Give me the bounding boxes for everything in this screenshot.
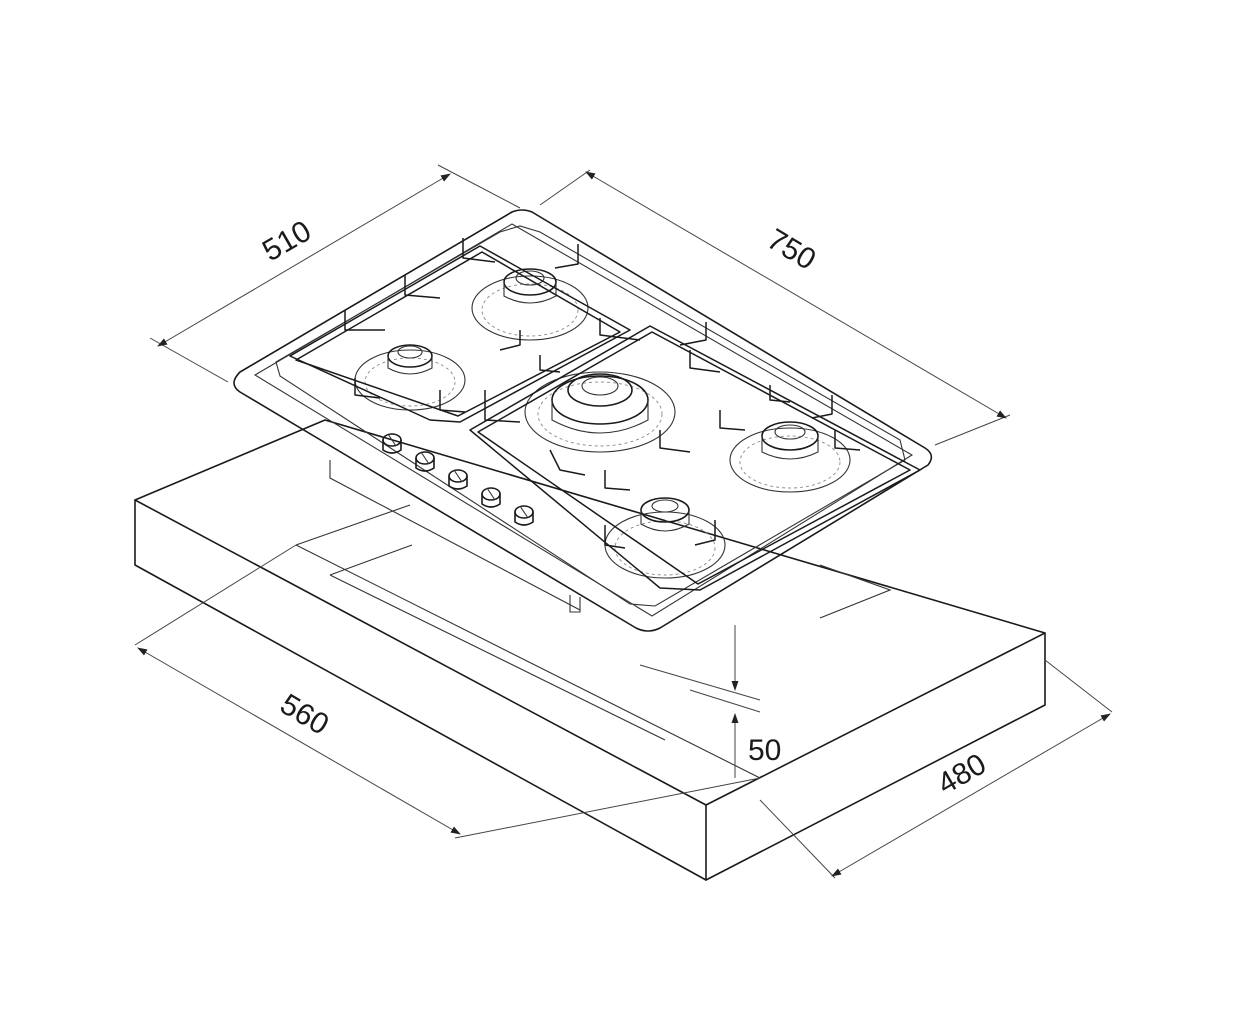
dimension-cutout-480: 480 [759,659,1113,879]
burner-center-wok [524,371,676,453]
hob-body [329,460,581,613]
knob-1 [382,433,402,454]
knob-4 [481,487,501,508]
dimension-height-50: 50 [639,625,781,778]
dimension-label-480: 480 [932,747,992,801]
countertop [134,419,1046,881]
burner-right [729,421,851,493]
dimension-label-560: 560 [274,688,334,742]
knob-5 [514,505,534,526]
knob-3 [448,469,468,490]
dimension-label-510: 510 [257,214,317,268]
dimension-depth-510: 510 [149,164,521,383]
burner-front [604,497,726,579]
cutout-opening [295,504,892,779]
dimension-label-50: 50 [748,734,781,767]
dimension-label-750: 750 [761,223,821,277]
burner-rear-left [354,344,466,411]
control-knobs [382,433,534,526]
dimension-width-750: 750 [539,169,1011,446]
knob-2 [415,451,435,472]
pan-supports [289,238,921,591]
